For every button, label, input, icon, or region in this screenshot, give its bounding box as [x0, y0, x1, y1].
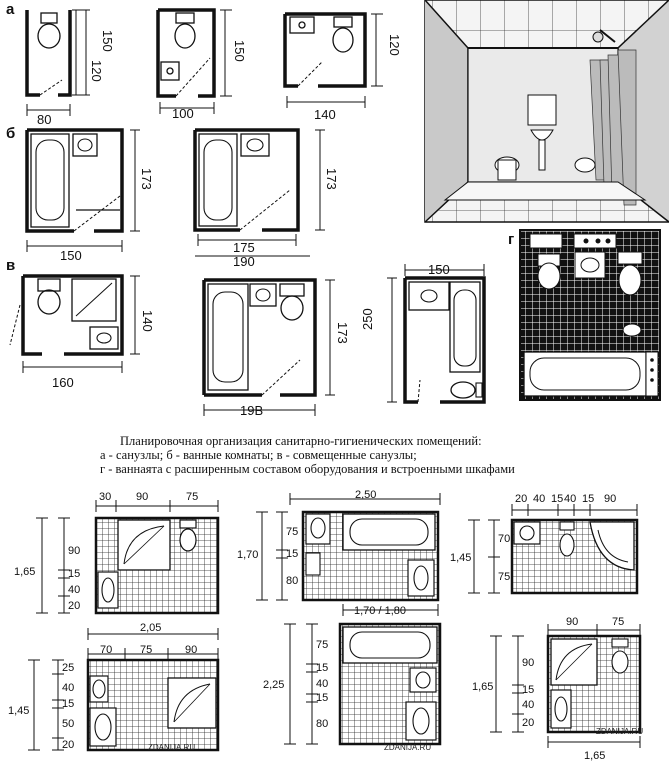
dim-p3-top-2: 40: [533, 493, 545, 505]
dim-p5-side-3: 40: [316, 678, 328, 690]
plan-b1: [25, 128, 140, 252]
dim-p6-top-1: 90: [566, 616, 578, 628]
dim-p4-top-3: 90: [185, 644, 197, 656]
dim-p1-top-2: 90: [136, 491, 148, 503]
dim-p3-top-3: 15: [551, 493, 563, 505]
dim-p6-side-2: 15: [522, 684, 534, 696]
section-label-a: а: [6, 1, 15, 18]
dim-p2-side-2: 15: [286, 548, 298, 560]
plan-b2: [193, 128, 325, 257]
plan-v1: [9, 274, 140, 373]
dim-p4-top-2: 75: [140, 644, 152, 656]
dim-p4-side-4: 50: [62, 718, 74, 730]
plan-a1: [25, 9, 90, 116]
dim-b2-width-2: 190: [233, 254, 255, 269]
dim-p3-top-5: 15: [582, 493, 594, 505]
dim-p1-side-2: 15: [68, 568, 80, 580]
plan-p1: [36, 500, 220, 615]
dim-p2-side-1: 75: [286, 526, 298, 538]
dim-v3-height: 250: [360, 308, 375, 330]
dim-p3-top-4: 40: [564, 493, 576, 505]
watermark: ZDANIJA.RU: [384, 743, 432, 752]
dim-p3-top-1: 20: [515, 493, 527, 505]
dim-p6-side-1: 90: [522, 657, 534, 669]
dim-p4-side-5: 20: [62, 739, 74, 751]
dim-a1-height-1: 120: [89, 60, 104, 82]
dim-p5-side-5: 80: [316, 718, 328, 730]
dim-p3-top-6: 90: [604, 493, 616, 505]
dim-p3-side-1: 70: [498, 533, 510, 545]
dim-p6-bottom: 1,65: [584, 750, 605, 762]
dim-p2-top: 2,50: [355, 489, 376, 501]
dim-p3-side-2: 75: [498, 571, 510, 583]
dim-p6-top-2: 75: [612, 616, 624, 628]
dim-v2-width: 19В: [240, 403, 263, 418]
dim-p1-top-1: 30: [99, 491, 111, 503]
dim-p2-side-3: 80: [286, 575, 298, 587]
dim-b2-width-1: 175: [233, 240, 255, 255]
dim-p4-side-2: 40: [62, 682, 74, 694]
dim-p6-side-3: 40: [522, 699, 534, 711]
plan-p4: [28, 628, 220, 752]
plan-p6: [490, 624, 642, 748]
dim-p1-side-3: 40: [68, 584, 80, 596]
dim-p2-bottom: 1,70 / 1,80: [354, 605, 406, 617]
dim-v1-width: 160: [52, 375, 74, 390]
dim-p5-side-4: 15: [316, 692, 328, 704]
section-label-b: б: [6, 125, 15, 142]
section-label-g: г: [508, 231, 514, 248]
plan-g: [519, 229, 661, 401]
dim-p1-total: 1,65: [14, 566, 35, 578]
dim-p4-side-3: 15: [62, 698, 74, 710]
plan-p5: [284, 622, 442, 746]
dim-p5-side-1: 75: [316, 639, 328, 651]
dim-a1-width: 80: [37, 112, 51, 127]
dim-b1-width: 150: [60, 248, 82, 263]
dim-p6-side-4: 20: [522, 717, 534, 729]
dim-p5-total: 2,25: [263, 679, 284, 691]
dim-a1-height-2: 150: [100, 30, 115, 52]
plan-a2: [156, 8, 232, 114]
caption-line-2: г - ваннаята с расширенным составом обор…: [100, 462, 515, 476]
dim-a2-width: 100: [172, 106, 194, 121]
plan-p3: [468, 504, 639, 595]
dim-p2-total: 1,70: [237, 549, 258, 561]
dim-p1-side-4: 20: [68, 600, 80, 612]
plan-v3: [387, 264, 486, 404]
watermark: ZDANIJA.RU: [148, 743, 196, 752]
dim-p5-side-2: 15: [316, 662, 328, 674]
dim-v1-height: 140: [140, 310, 155, 332]
caption-title: Планировочная организация санитарно-гиги…: [120, 434, 482, 448]
dim-p4-side-1: 25: [62, 662, 74, 674]
dim-p1-top-3: 75: [186, 491, 198, 503]
dim-b1-height: 173: [139, 168, 154, 190]
section-label-v: в: [6, 257, 15, 274]
dim-p1-side-1: 90: [68, 545, 80, 557]
dim-a3-width: 140: [314, 107, 336, 122]
dim-p4-top-total: 2,05: [140, 622, 161, 634]
dim-a2-height: 150: [232, 40, 247, 62]
dim-p3-total: 1,45: [450, 552, 471, 564]
dim-p4-top-1: 70: [100, 644, 112, 656]
dim-v3-width: 150: [428, 262, 450, 277]
dim-a3-height: 120: [387, 34, 402, 56]
bathroom-photo: [424, 0, 669, 223]
caption-line-1: а - санузлы; б - ванные комнаты; в - сов…: [100, 448, 417, 462]
plan-a3: [283, 12, 383, 108]
plan-p2: [256, 493, 441, 616]
plan-v2: [202, 278, 335, 416]
dim-b2-height: 173: [324, 168, 339, 190]
dim-v2-height: 173: [335, 322, 350, 344]
watermark: ZDANIJA.RU: [596, 727, 644, 736]
figure-caption: Планировочная организация санитарно-гиги…: [100, 434, 580, 476]
dim-p4-total: 1,45: [8, 705, 29, 717]
dim-p6-total: 1,65: [472, 681, 493, 693]
